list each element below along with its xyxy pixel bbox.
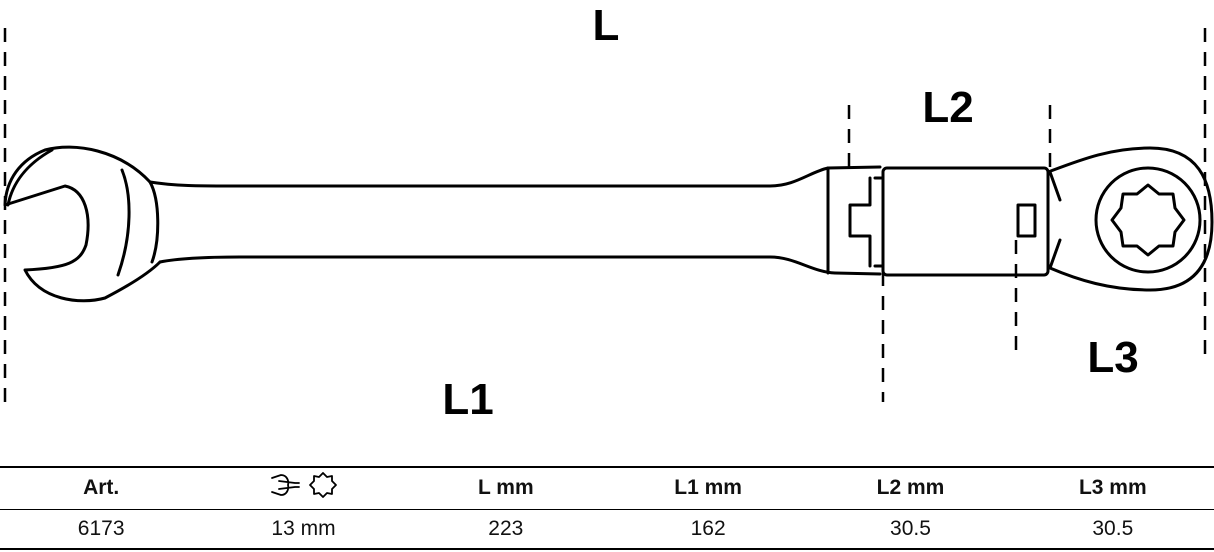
label-head-length: L3 [1087,333,1138,382]
link-notch-right [1016,203,1037,238]
twelve-point-ring-icon [309,472,338,499]
header-l1: L1 mm [606,466,810,510]
cell-size: 13 mm [202,509,405,550]
label-handle-length: L1 [442,375,493,420]
size-icons [269,471,339,505]
ring-outer-circle [1094,166,1202,274]
shaft-bottom-edge [158,255,882,276]
head-neck-ring-a [116,168,131,277]
wrench-dimension-drawing: L L2 L3 L1 [3,1,1214,420]
cell-l1: 162 [606,509,810,550]
header-article: Art. [0,466,203,510]
header-l3: L3 mm [1011,466,1214,510]
cell-l2: 30.5 [809,509,1012,550]
link-notch-left [873,176,885,268]
spec-table: Art. L mm L1 mm L2 mm L3 mm 6173 13 mm 2 [0,466,1214,550]
head-neck-ring-b [148,180,160,264]
cell-l3: 30.5 [1011,509,1214,550]
table-row: 6173 13 mm 223 162 30.5 30.5 [0,509,1214,550]
ring-head-outline [1046,146,1214,292]
shaft-top-edge [148,165,882,188]
label-joint-length: L2 [922,83,973,132]
header-l: L mm [404,466,607,510]
middle-link [881,166,1050,277]
header-size [202,466,405,510]
table-header-row: Art. L mm L1 mm L2 mm L3 mm [0,466,1214,510]
twelve-point-socket [1110,183,1186,257]
hinge-tab-left [826,166,872,275]
open-end-head [3,145,162,303]
label-overall-length: L [593,1,620,50]
wrench-open-end-icon [270,474,300,497]
cell-l: 223 [404,509,607,550]
open-end-inner-edge [6,148,54,207]
header-l2: L2 mm [809,466,1012,510]
ring-head-connector [1048,170,1062,270]
cell-article: 6173 [0,509,203,550]
